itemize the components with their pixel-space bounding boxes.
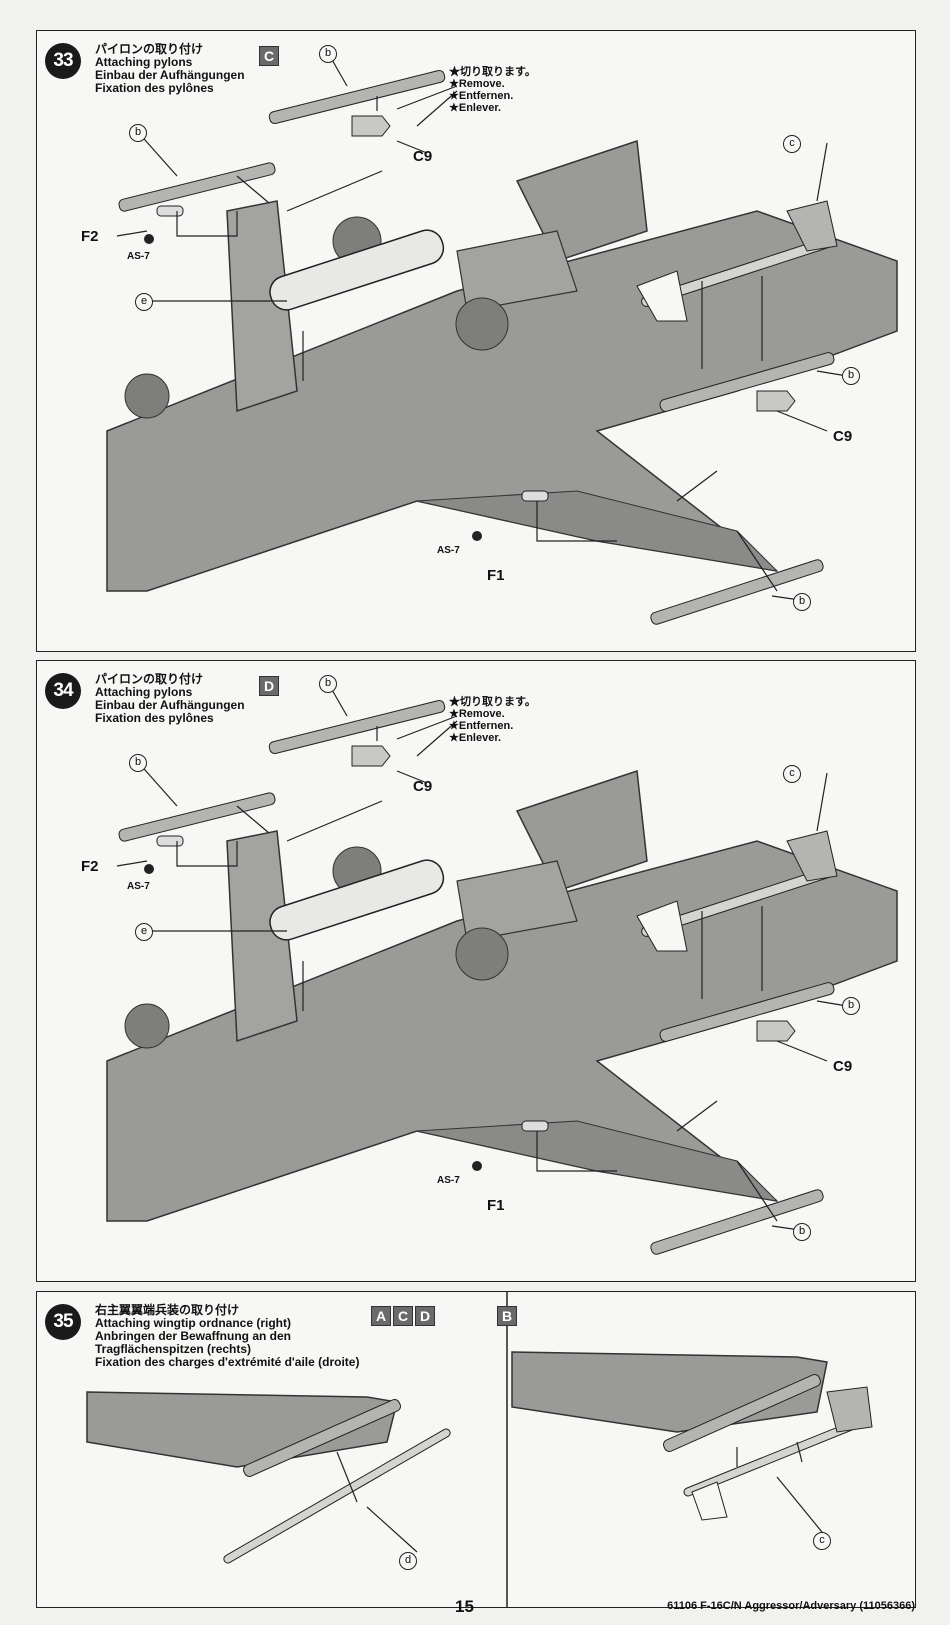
part-label-as7: AS-7 — [127, 251, 150, 262]
callout-b: b — [793, 593, 811, 611]
step-35-panel: 35 右主翼翼端兵装の取り付け Attaching wingtip ordnan… — [36, 1291, 916, 1608]
callout-e: e — [135, 293, 153, 311]
remove-notes: ★切り取ります。 ★Remove. ★Entfernen. ★Enlever. — [449, 696, 536, 744]
title-en: Attaching pylons — [95, 55, 193, 69]
kit-code: 61106 F-16C/N Aggressor/Adversary (11056… — [667, 1600, 915, 1612]
note-ja: ★切り取ります。 — [449, 696, 536, 708]
title-ja: パイロンの取り付け — [95, 672, 204, 686]
step-33-panel: 33 パイロンの取り付け Attaching pylons Einbau der… — [36, 30, 916, 652]
callout-b: b — [129, 754, 147, 772]
step-33-illustration — [106, 50, 898, 625]
callout-b: b — [842, 367, 860, 385]
note-fr: ★Enlever. — [449, 732, 502, 744]
part-label-c9: C9 — [413, 778, 433, 795]
callout-c: c — [783, 135, 801, 153]
step-number: 33 — [45, 43, 81, 79]
title-fr: Fixation des pylônes — [95, 711, 214, 725]
version-tag: B — [497, 1306, 517, 1326]
part-label-as7: AS-7 — [437, 545, 460, 556]
version-tag: C — [393, 1306, 413, 1326]
callout-b: b — [793, 1223, 811, 1241]
note-ja: ★切り取ります。 — [449, 66, 536, 78]
part-label-c9: C9 — [833, 428, 853, 445]
part-label-f1: F1 — [487, 1197, 505, 1214]
step-34-illustration — [106, 680, 898, 1255]
callout-e: e — [135, 923, 153, 941]
callout-b: b — [129, 124, 147, 142]
step-35-illustration — [86, 1292, 873, 1607]
title-ja: パイロンの取り付け — [95, 42, 204, 56]
title-de-2: Tragflächenspitzen (rechts) — [95, 1342, 252, 1356]
remove-notes: ★切り取ります。 ★Remove. ★Entfernen. ★Enlever. — [449, 66, 536, 114]
title-en: Attaching wingtip ordnance (right) — [95, 1316, 291, 1330]
title-en: Attaching pylons — [95, 685, 193, 699]
part-label-as7: AS-7 — [437, 1175, 460, 1186]
note-de: ★Entfernen. — [449, 90, 514, 102]
note-de: ★Entfernen. — [449, 720, 514, 732]
title-fr: Fixation des charges d'extrémité d'aile … — [95, 1355, 360, 1369]
part-label-f2: F2 — [81, 228, 99, 245]
part-label-as7: AS-7 — [127, 881, 150, 892]
part-label-c9: C9 — [833, 1058, 853, 1075]
note-fr: ★Enlever. — [449, 102, 502, 114]
step-34-panel: 34 パイロンの取り付け Attaching pylons Einbau der… — [36, 660, 916, 1282]
version-tag: A — [371, 1306, 391, 1326]
callout-b: b — [319, 675, 337, 693]
step-number: 34 — [45, 673, 81, 709]
part-label-c9: C9 — [413, 148, 433, 165]
step-title: パイロンの取り付け Attaching pylons Einbau der Au… — [95, 43, 245, 95]
callout-c: c — [813, 1532, 831, 1550]
version-tag: C — [259, 46, 279, 66]
version-tag: D — [415, 1306, 435, 1326]
part-label-f2: F2 — [81, 858, 99, 875]
note-en: ★Remove. — [449, 78, 505, 90]
callout-b: b — [319, 45, 337, 63]
title-de: Einbau der Aufhängungen — [95, 698, 245, 712]
callout-b: b — [842, 997, 860, 1015]
step-title: パイロンの取り付け Attaching pylons Einbau der Au… — [95, 673, 245, 725]
step-title: 右主翼翼端兵装の取り付け Attaching wingtip ordnance … — [95, 1304, 359, 1369]
title-de: Einbau der Aufhängungen — [95, 68, 245, 82]
part-label-f1: F1 — [487, 567, 505, 584]
page-number: 15 — [455, 1597, 474, 1616]
callout-c: c — [783, 765, 801, 783]
step-number: 35 — [45, 1304, 81, 1340]
note-en: ★Remove. — [449, 708, 505, 720]
version-tag: D — [259, 676, 279, 696]
title-fr: Fixation des pylônes — [95, 81, 214, 95]
title-de: Anbringen der Bewaffnung an den — [95, 1329, 292, 1343]
callout-d: d — [399, 1552, 417, 1570]
title-ja: 右主翼翼端兵装の取り付け — [95, 1303, 240, 1317]
